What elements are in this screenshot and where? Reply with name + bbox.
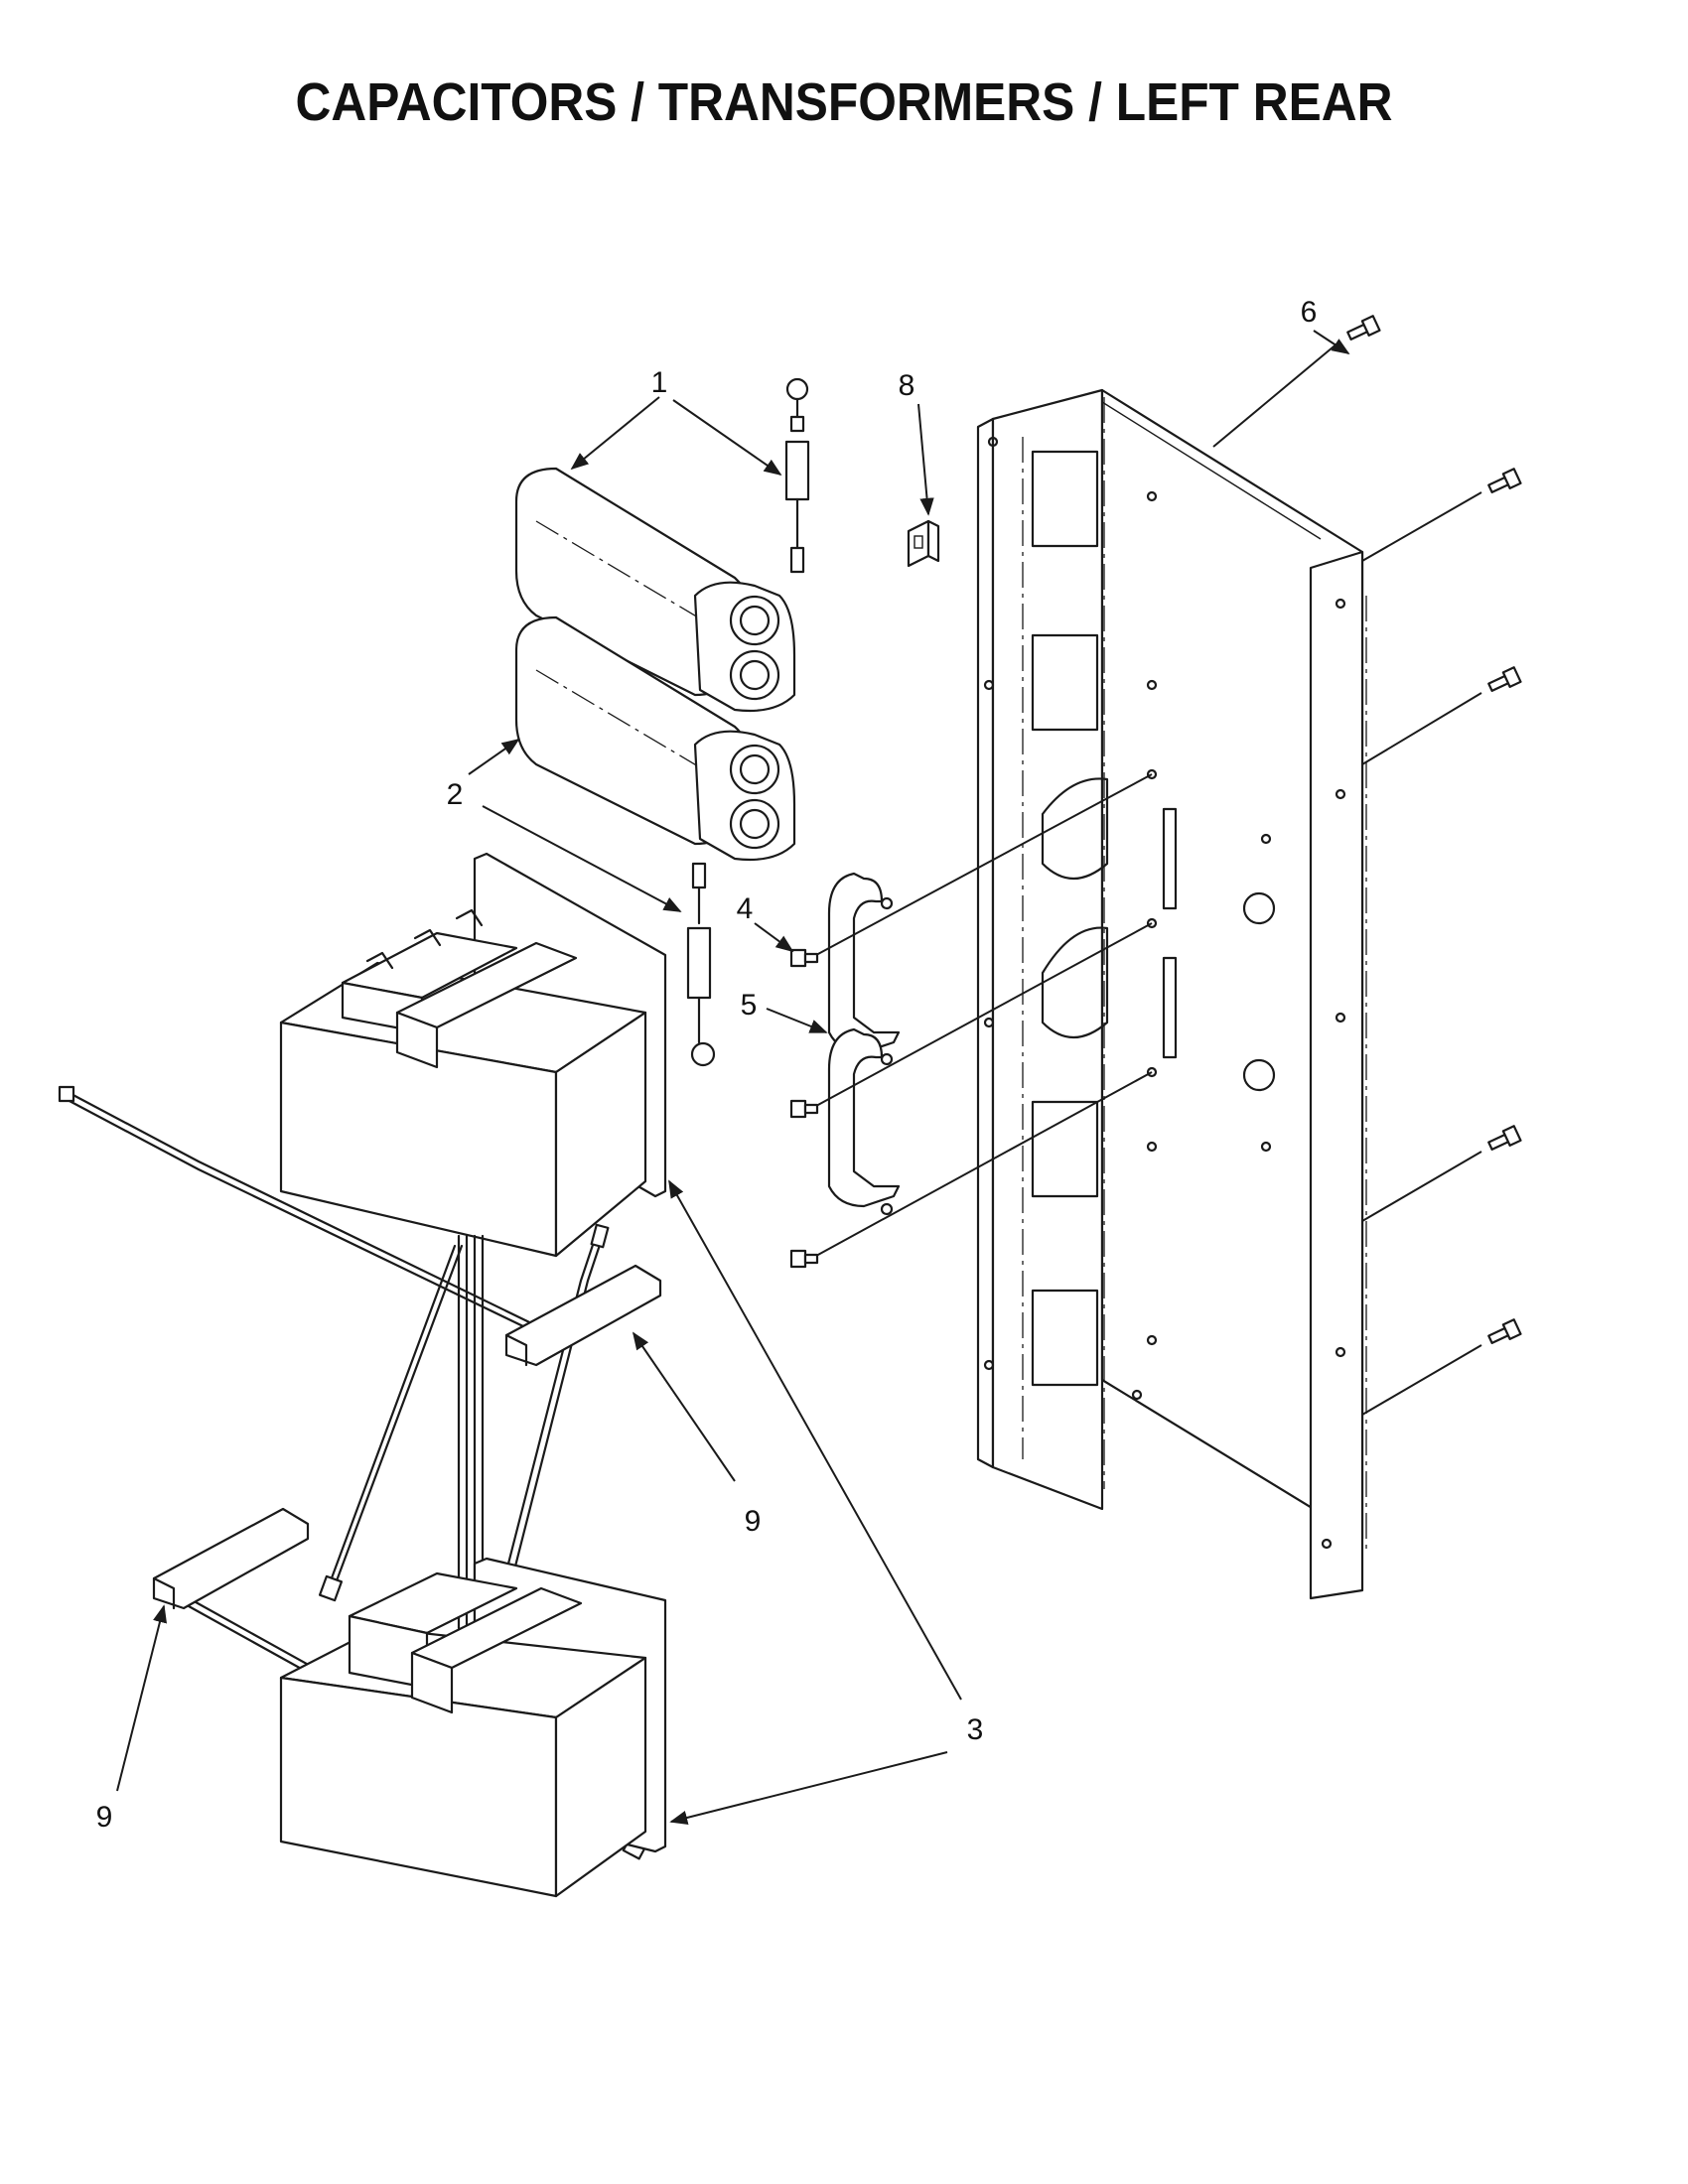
screw-icon (1487, 666, 1522, 692)
diode-upper (784, 377, 810, 574)
page-title: CAPACITORS / TRANSFORMERS / LEFT REAR (295, 72, 1393, 132)
callout-3: 3 (967, 1713, 984, 1746)
wire-clip-lower (152, 1507, 310, 1610)
screw-icon (789, 1099, 819, 1119)
wire-clip-upper (504, 1264, 662, 1367)
mounting-bracket (976, 388, 1367, 1600)
clamp-screws-item-4 (789, 773, 1153, 1269)
screw-icon (1487, 468, 1522, 493)
strap-clamp-lower (827, 1027, 901, 1216)
screw-group-item-6 (1212, 315, 1522, 1416)
transformer-lower (279, 1557, 667, 1898)
callout-6: 6 (1301, 296, 1318, 329)
transformer-upper (279, 852, 667, 1258)
screw-icon (1487, 1318, 1522, 1344)
strap-clamp-upper (827, 872, 901, 1054)
leader-lines (116, 330, 1350, 1826)
callout-5: 5 (741, 989, 758, 1022)
callout-8: 8 (899, 369, 915, 402)
callout-2: 2 (447, 778, 464, 811)
diode-lower (686, 862, 716, 1067)
screw-icon (789, 948, 819, 968)
clip-item-8 (907, 519, 940, 568)
capacitor-upper (514, 467, 796, 713)
callout-9-upper: 9 (745, 1505, 762, 1538)
callout-9-lower: 9 (96, 1801, 113, 1834)
capacitor-lower (514, 615, 796, 862)
callout-1: 1 (651, 366, 668, 399)
screw-icon (1487, 1125, 1522, 1151)
callouts: 1 2 3 4 5 6 8 9 9 (96, 296, 1318, 1834)
screw-icon (789, 1249, 819, 1269)
screw-icon (1346, 315, 1381, 341)
callout-4: 4 (737, 892, 754, 925)
